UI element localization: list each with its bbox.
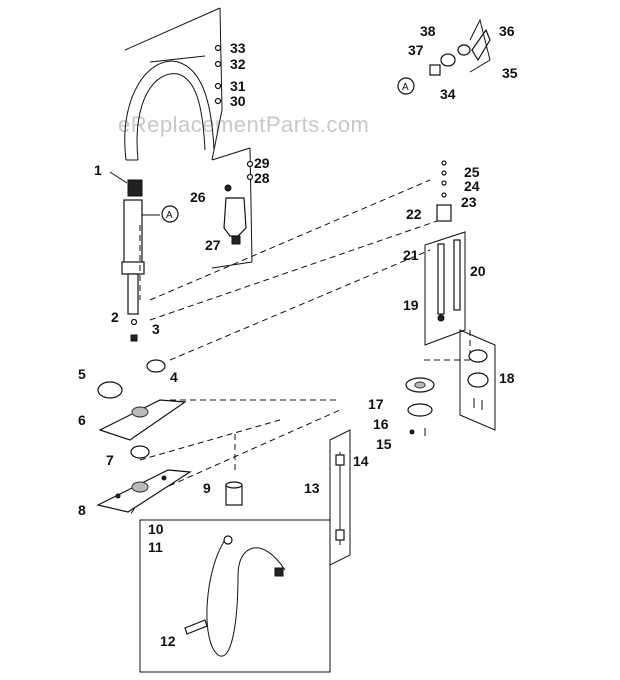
part-4-gasket: [146, 359, 166, 373]
label-part-27: 27: [205, 237, 221, 253]
label-part-11: 11: [148, 539, 163, 555]
label-part-18: 18: [499, 370, 515, 386]
spout-small-parts: [214, 44, 222, 105]
label-part-34: 34: [440, 86, 456, 102]
label-part-12: 12: [160, 633, 176, 649]
part-16-17-washers: [405, 377, 435, 436]
label-part-24: 24: [464, 178, 480, 194]
part-8-base-plate: [96, 469, 192, 513]
label-part-30: 30: [230, 93, 246, 109]
label-part-13: 13: [304, 480, 320, 496]
part-18-panel: [459, 329, 496, 431]
faucet-body: [121, 199, 160, 315]
label-part-35: 35: [502, 65, 518, 81]
ref-marker-a-handle: A: [397, 77, 415, 95]
ref-marker-a-faucet: A: [161, 205, 179, 223]
label-part-22: 22: [406, 206, 422, 222]
label-part-17: 17: [368, 396, 384, 412]
label-part-8: 8: [78, 502, 86, 518]
label-part-15: 15: [376, 436, 392, 452]
label-part-7: 7: [106, 452, 114, 468]
label-part-31: 31: [230, 78, 246, 94]
label-part-38: 38: [420, 23, 436, 39]
part-6-escutcheon-plate: [98, 399, 187, 441]
label-part-6: 6: [78, 412, 86, 428]
part-labels: 1 2 3 4 5 6 7 8 9 10 11 12 13 14 15 16 1…: [78, 23, 518, 649]
dashed-guides: [129, 179, 471, 516]
label-part-37: 37: [408, 42, 424, 58]
supply-hoses-group: [424, 160, 466, 346]
label-part-14: 14: [353, 453, 369, 469]
part-5-plug: [97, 381, 123, 399]
part-9-hose-weight: [225, 481, 243, 506]
part-1-aerator: [109, 171, 143, 197]
label-part-36: 36: [499, 23, 515, 39]
label-part-20: 20: [470, 263, 486, 279]
part-2-3-washers: [130, 318, 138, 342]
watermark: eReplacementParts.com: [118, 112, 369, 137]
hose-kit-box: [139, 519, 331, 673]
label-part-3: 3: [152, 321, 160, 337]
label-part-4: 4: [170, 369, 178, 385]
label-part-1: 1: [94, 162, 102, 178]
label-part-26: 26: [190, 189, 206, 205]
faucet-spout: [124, 60, 215, 161]
label-part-29: 29: [254, 155, 270, 171]
part-7-nut: [130, 445, 150, 459]
spout-bracket: [124, 7, 223, 161]
label-part-16: 16: [373, 416, 389, 432]
svg-text:A: A: [402, 82, 409, 93]
label-part-21: 21: [403, 247, 419, 263]
label-part-32: 32: [230, 56, 246, 72]
label-part-25: 25: [464, 164, 480, 180]
sprayhead-group: [211, 147, 254, 269]
label-part-2: 2: [111, 309, 119, 325]
part-13-bracket-panel: [329, 429, 351, 566]
label-part-9: 9: [203, 480, 211, 496]
label-part-10: 10: [148, 521, 164, 537]
handle-assembly: [429, 18, 491, 76]
svg-text:A: A: [166, 210, 173, 221]
label-part-33: 33: [230, 40, 246, 56]
label-part-28: 28: [254, 170, 270, 186]
label-part-5: 5: [78, 366, 86, 382]
label-part-19: 19: [403, 297, 419, 313]
label-part-23: 23: [461, 194, 477, 210]
